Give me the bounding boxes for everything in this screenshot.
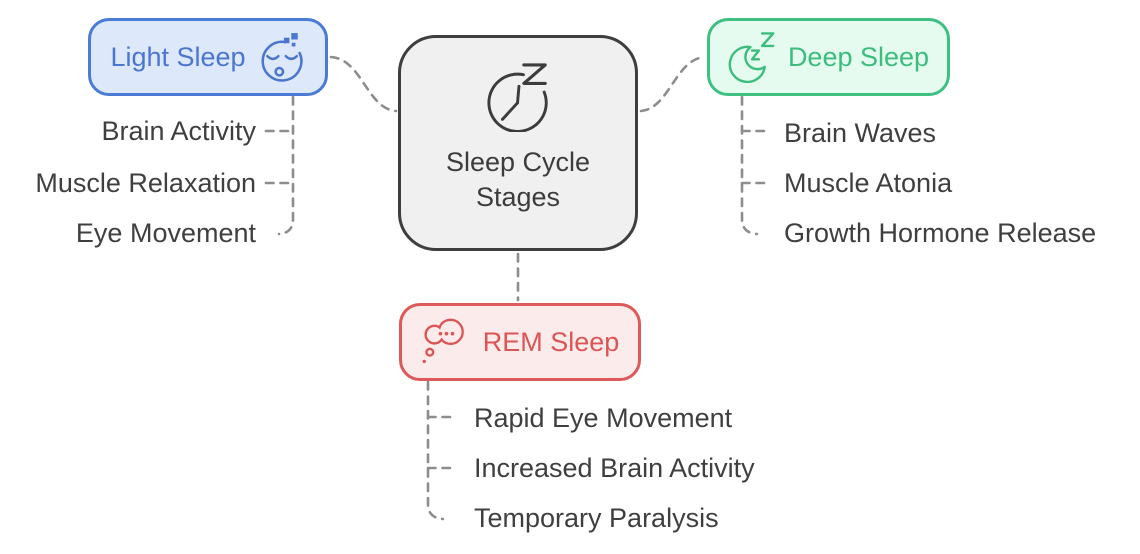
item-muscle-atonia: Muscle Atonia — [784, 168, 953, 198]
node-sleep-cycle-stages[interactable]: Sleep Cycle Stages — [398, 35, 638, 251]
node-rem-sleep[interactable]: REM Sleep — [399, 303, 641, 381]
node-light-sleep[interactable]: Light Sleep — [88, 18, 328, 96]
center-node-label: Sleep Cycle Stages — [445, 147, 591, 212]
dream-bubble-icon — [421, 314, 471, 370]
item-eye-movement: Eye Movement — [75, 218, 256, 248]
item-temporary-paralysis: Temporary Paralysis — [474, 503, 719, 533]
deep-sleep-label: Deep Sleep — [787, 41, 930, 72]
connector-deep-branch — [740, 95, 759, 236]
light-sleep-label: Light Sleep — [110, 41, 246, 72]
connector-center-to-deep — [639, 55, 707, 113]
connector-light-branch — [277, 95, 295, 236]
item-increased-brain-activity: Increased Brain Activity — [474, 453, 755, 483]
item-brain-activity: Brain Activity — [101, 116, 256, 146]
clock-z-icon — [483, 62, 553, 132]
connector-rem-branch — [426, 380, 445, 521]
item-growth-hormone-release: Growth Hormone Release — [784, 218, 1097, 248]
connector-light-to-center — [329, 55, 398, 113]
item-rapid-eye-movement: Rapid Eye Movement — [474, 403, 733, 433]
item-muscle-relaxation: Muscle Relaxation — [35, 168, 256, 198]
item-brain-waves: Brain Waves — [784, 118, 937, 148]
crescent-moon-zz-icon — [728, 31, 776, 83]
node-deep-sleep[interactable]: Deep Sleep — [707, 18, 950, 96]
rem-sleep-label: REM Sleep — [482, 326, 620, 357]
sleepy-face-icon — [260, 32, 306, 82]
